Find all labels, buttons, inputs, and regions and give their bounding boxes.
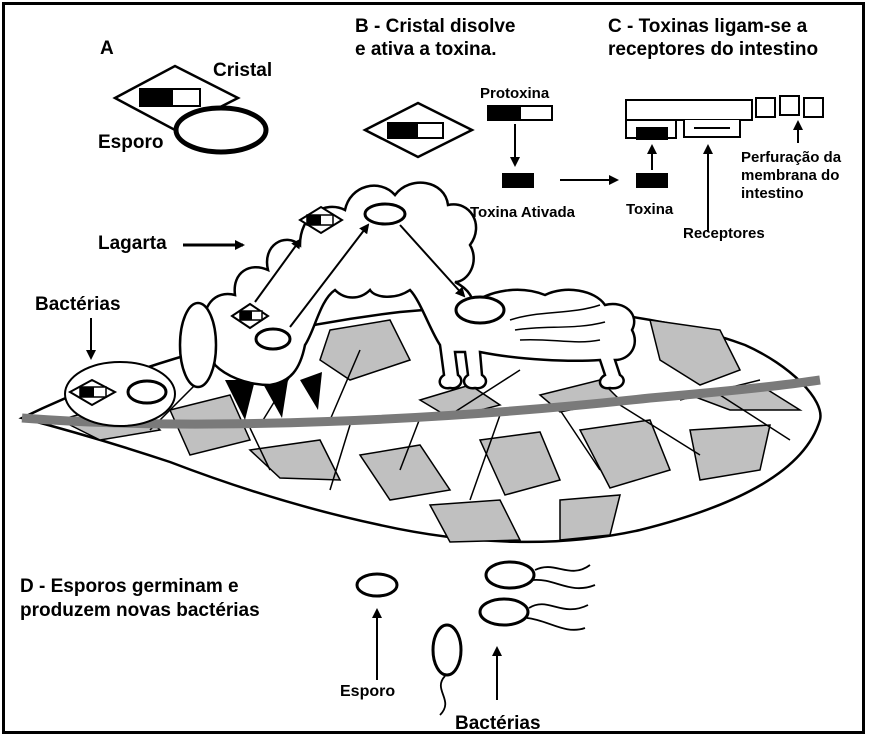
perforation-label-line2: membrana do	[741, 168, 839, 185]
released-spore	[456, 297, 504, 323]
panel-d-title-line1: D - Esporos germinam e	[20, 576, 239, 597]
activated-toxin-label: Toxina Ativada	[470, 205, 575, 222]
new-bacteria	[433, 562, 595, 715]
panel-d-spore	[357, 574, 397, 596]
receptors-label: Receptores	[683, 226, 765, 243]
perforation-label-line3: intestino	[741, 186, 804, 203]
panel-b-title-line1: B - Cristal disolve	[355, 16, 516, 37]
caterpillar-head	[180, 303, 216, 387]
bacteria-cluster	[65, 362, 175, 426]
ingested-spore	[365, 204, 405, 224]
panel-c-title-line1: C - Toxinas ligam-se a	[608, 16, 807, 37]
panel-d-bacteria-label: Bactérias	[455, 713, 541, 734]
protoxin-label: Protoxina	[480, 86, 549, 103]
bacteria-label: Bactérias	[35, 294, 121, 315]
perforation-label-line1: Perfuração da	[741, 150, 841, 167]
toxin-block	[636, 173, 668, 188]
crystal-label: Cristal	[213, 60, 272, 81]
activated-toxin-block	[502, 173, 534, 188]
crystal-dissolving	[365, 103, 472, 157]
gut-spore	[256, 329, 290, 349]
caterpillar-label: Lagarta	[98, 233, 167, 254]
spore-oval	[176, 108, 266, 152]
panel-b-title-line2: e ativa a toxina.	[355, 39, 497, 60]
panel-c-title-line2: receptores do intestino	[608, 39, 818, 60]
panel-d-title-line2: produzem novas bactérias	[20, 600, 260, 621]
toxin-label: Toxina	[626, 202, 673, 219]
leaf	[22, 307, 820, 542]
panel-a-letter: A	[100, 38, 114, 59]
panel-d-spore-label: Esporo	[340, 683, 395, 701]
intestine-membrane	[626, 96, 823, 140]
spore-label: Esporo	[98, 132, 163, 153]
protoxin-bar	[488, 106, 552, 120]
